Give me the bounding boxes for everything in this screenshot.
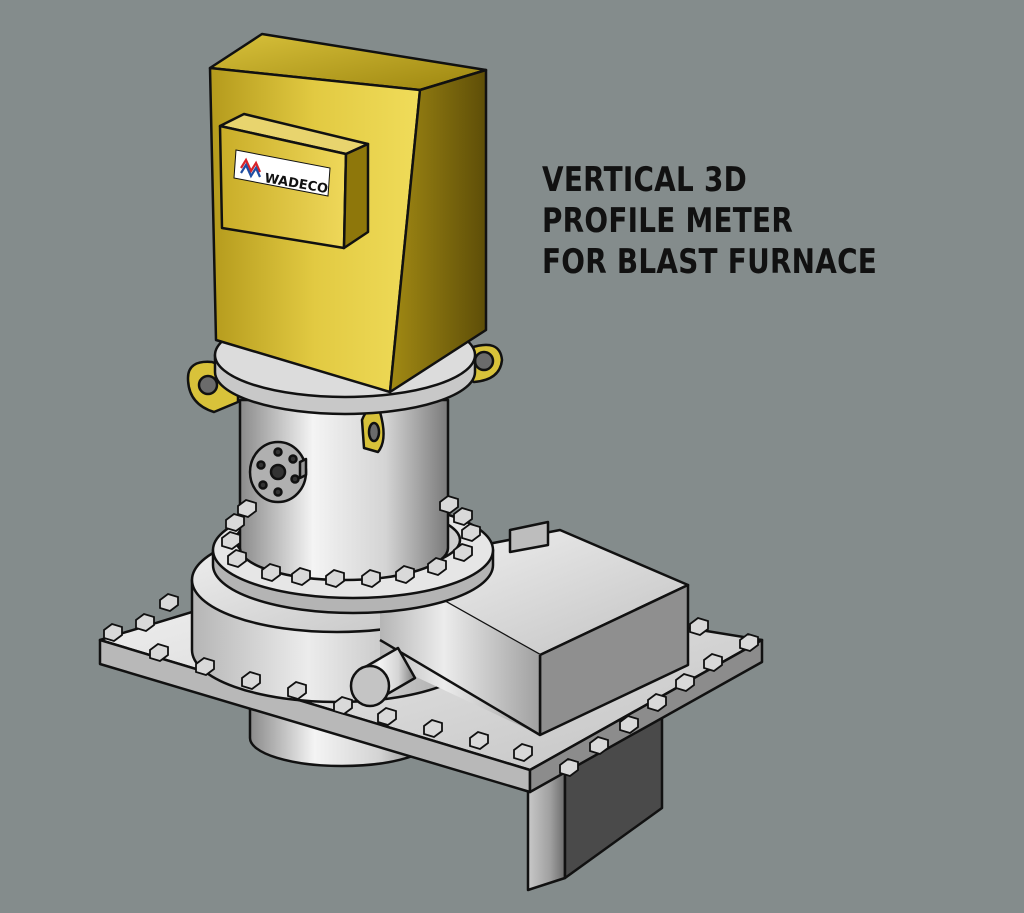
side-port-cylinder bbox=[349, 646, 417, 708]
title-line-1: VERTICAL 3D bbox=[542, 160, 747, 200]
page-title: VERTICAL 3D PROFILE METER FOR BLAST FURN… bbox=[542, 160, 877, 283]
bolts bbox=[103, 495, 759, 777]
title-line-3: FOR BLAST FURNACE bbox=[542, 242, 878, 282]
motor-housing bbox=[208, 32, 488, 394]
wadeco-logo-icon bbox=[240, 157, 262, 174]
side-flange bbox=[248, 440, 308, 504]
title-line-2: PROFILE METER bbox=[542, 201, 794, 241]
